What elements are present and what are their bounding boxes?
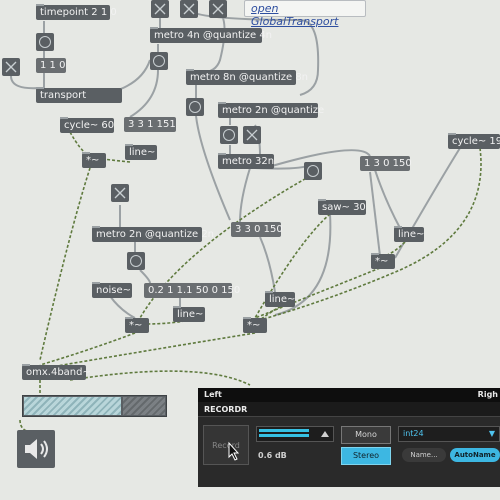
line-object-2[interactable]: line~	[173, 306, 205, 322]
chevron-down-icon: ▼	[488, 429, 495, 438]
autoname-button[interactable]: AutoName	[450, 448, 500, 462]
record-button[interactable]: Record	[203, 425, 249, 465]
transport-object[interactable]: transport	[36, 87, 122, 103]
gain-readout: 0.6 dB	[258, 451, 287, 460]
metro-2n-quantize-object[interactable]: metro 2n @quantize	[218, 102, 324, 118]
bang-button-5[interactable]	[304, 162, 322, 180]
right-channel-label: Righ	[477, 390, 498, 399]
omx-4band-object[interactable]: omx.4band~	[22, 364, 91, 380]
format-value: int24	[403, 429, 424, 438]
stereo-button[interactable]: Stereo	[341, 447, 391, 465]
bang-button-2[interactable]	[150, 52, 168, 70]
multiply-object-1[interactable]: *~	[82, 152, 106, 168]
level-thumb-icon[interactable]	[321, 431, 329, 437]
speaker-icon[interactable]	[17, 430, 55, 468]
level-meter-fill	[24, 397, 121, 415]
metro-2n-quantize-2n-object[interactable]: metro 2n @quantize 2n	[92, 226, 214, 242]
line-object-1[interactable]: line~	[125, 144, 157, 160]
bang-button-4[interactable]	[220, 126, 238, 144]
left-channel-label: Left	[204, 390, 222, 399]
saw-30-object[interactable]: saw~ 30	[318, 199, 366, 215]
open-globaltransport-link[interactable]: open GlobalTransport	[244, 0, 366, 28]
message-331151[interactable]: 3 3 1 151	[124, 117, 176, 132]
bang-button-1[interactable]	[36, 33, 54, 51]
message-130150[interactable]: 1 3 0 150	[360, 156, 412, 171]
line-object-4[interactable]: line~	[394, 226, 424, 242]
cycle-190-object[interactable]: cycle~ 190	[448, 133, 500, 149]
mono-button[interactable]: Mono	[341, 426, 391, 444]
metro-8n-object[interactable]: metro 8n @quantize 8n	[186, 69, 308, 85]
timepoint-object[interactable]: timepoint 2 1 0	[36, 4, 117, 20]
recorder-controls: Record 0.6 dB Mono Stereo int24 ▼ Name..…	[198, 416, 500, 487]
recorder-panel: Left Righ RECORDR Record 0.6 dB Mono Ste…	[198, 388, 500, 487]
line-object-3[interactable]: line~	[265, 291, 295, 307]
cycle-60-object[interactable]: cycle~ 60	[60, 117, 114, 133]
toggle-3[interactable]	[180, 0, 198, 18]
toggle-1[interactable]	[2, 58, 20, 76]
level-meter-rest	[123, 397, 165, 415]
bang-button-3[interactable]	[186, 98, 204, 116]
level-bar-left	[259, 429, 310, 432]
toggle-2[interactable]	[151, 0, 169, 18]
message-110[interactable]: 1 1 0	[36, 58, 66, 73]
channel-header: Left Righ	[198, 388, 500, 402]
noise-object[interactable]: noise~	[92, 282, 132, 298]
message-long[interactable]: 0.2 1 1.1 50 0 150	[144, 283, 240, 298]
metro-32n-object[interactable]: metro 32n	[218, 153, 274, 169]
toggle-5[interactable]	[243, 126, 261, 144]
input-level-slider[interactable]	[256, 426, 334, 442]
toggle-6[interactable]	[111, 184, 129, 202]
bang-button-6[interactable]	[127, 252, 145, 270]
level-bar-right	[259, 434, 310, 437]
multiply-object-2[interactable]: *~	[125, 317, 149, 333]
multiply-object-4[interactable]: *~	[371, 253, 395, 269]
level-meter	[22, 395, 167, 417]
format-dropdown[interactable]: int24 ▼	[398, 426, 500, 442]
name-button[interactable]: Name...	[402, 448, 446, 462]
message-330150[interactable]: 3 3 0 150	[231, 222, 283, 237]
recorder-title: RECORDR	[204, 405, 248, 414]
toggle-4[interactable]	[209, 0, 227, 18]
metro-4n-object[interactable]: metro 4n @quantize 4n	[150, 27, 272, 43]
multiply-object-3[interactable]: *~	[243, 317, 267, 333]
